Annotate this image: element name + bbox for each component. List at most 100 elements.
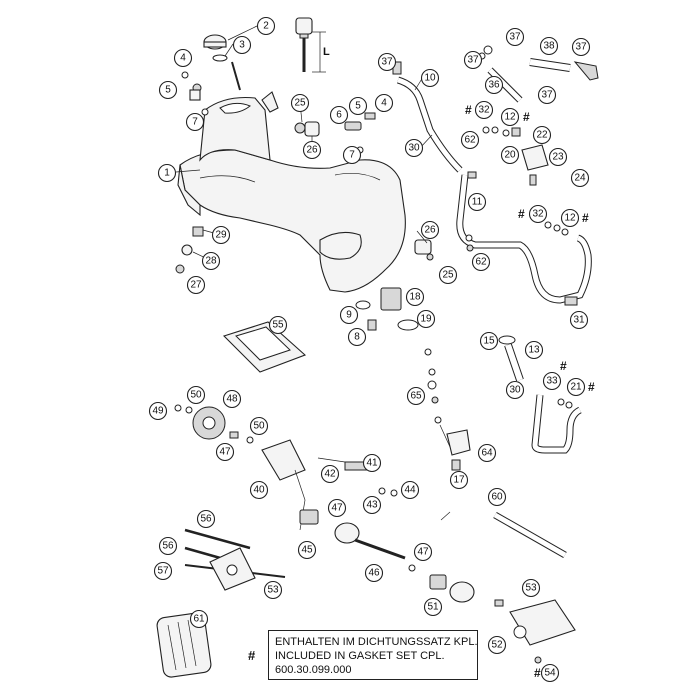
callout-21-label: 21 bbox=[570, 382, 582, 393]
callout-32b: 32 bbox=[528, 204, 548, 224]
callout-50b-label: 50 bbox=[253, 421, 265, 432]
callout-20-label: 20 bbox=[504, 150, 516, 161]
callout-33-label: 33 bbox=[546, 376, 558, 387]
callout-47b: 47 bbox=[327, 498, 347, 518]
callout-25: 25 bbox=[290, 93, 310, 113]
callout-37d-label: 37 bbox=[467, 55, 479, 66]
callout-56a-label: 56 bbox=[200, 514, 212, 525]
callout-6: 6 bbox=[329, 105, 349, 125]
callout-18-label: 18 bbox=[409, 292, 421, 303]
legend-line-german: ENTHALTEN IM DICHTUNGSSATZ KPL. bbox=[275, 636, 478, 648]
callout-49-label: 49 bbox=[152, 406, 164, 417]
callout-64: 64 bbox=[477, 443, 497, 463]
oil-pump-cover-column bbox=[424, 348, 471, 471]
hash-marker: # bbox=[588, 380, 595, 394]
callout-22: 22 bbox=[532, 125, 552, 145]
oil-dipstick: L bbox=[295, 17, 330, 73]
callout-49: 49 bbox=[148, 401, 168, 421]
callout-48-label: 48 bbox=[226, 394, 238, 405]
callout-7: 7 bbox=[185, 112, 205, 132]
callout-28-label: 28 bbox=[205, 256, 217, 267]
callout-26b: 26 bbox=[420, 220, 440, 240]
callout-13-label: 13 bbox=[528, 345, 540, 356]
callout-20: 20 bbox=[500, 145, 520, 165]
hash-marker: # bbox=[523, 110, 530, 124]
pump-housing-right bbox=[429, 574, 576, 664]
callout-30b-label: 30 bbox=[509, 385, 521, 396]
callout-25b: 25 bbox=[438, 265, 458, 285]
callout-51: 51 bbox=[423, 597, 443, 617]
callout-26: 26 bbox=[302, 140, 322, 160]
skid-plate bbox=[222, 321, 307, 373]
gasket-set-legend: ENTHALTEN IM DICHTUNGSSATZ KPL. INCLUDED… bbox=[268, 630, 478, 680]
callout-54: 54 bbox=[540, 663, 560, 683]
oil-tank-frame bbox=[177, 91, 406, 293]
callout-36-label: 36 bbox=[488, 80, 500, 91]
hash-marker: # bbox=[582, 211, 589, 225]
callout-5b: 5 bbox=[348, 96, 368, 116]
callout-5: 5 bbox=[158, 80, 178, 100]
callout-28: 28 bbox=[201, 251, 221, 271]
callout-30a: 30 bbox=[404, 138, 424, 158]
shaft bbox=[493, 511, 567, 559]
callout-18: 18 bbox=[405, 287, 425, 307]
callout-2: 2 bbox=[256, 16, 276, 36]
hash-marker: # bbox=[518, 207, 525, 221]
callout-15-label: 15 bbox=[483, 336, 495, 347]
callout-52: 52 bbox=[487, 635, 507, 655]
callout-47a: 47 bbox=[215, 442, 235, 462]
callout-42-label: 42 bbox=[324, 469, 336, 480]
callout-60: 60 bbox=[487, 487, 507, 507]
callout-7-label: 7 bbox=[192, 117, 198, 128]
callout-53b-label: 53 bbox=[525, 583, 537, 594]
callout-57-label: 57 bbox=[157, 566, 169, 577]
callout-65: 65 bbox=[406, 386, 426, 406]
callout-43-label: 43 bbox=[366, 500, 378, 511]
hash-marker: # bbox=[560, 359, 567, 373]
callout-23-label: 23 bbox=[552, 152, 564, 163]
callout-64-label: 64 bbox=[481, 448, 493, 459]
callout-11-label: 11 bbox=[472, 197, 483, 208]
callout-27: 27 bbox=[186, 275, 206, 295]
callout-37b-label: 37 bbox=[509, 32, 521, 43]
callout-30b: 30 bbox=[505, 380, 525, 400]
callout-9-label: 9 bbox=[346, 310, 352, 321]
callout-65-label: 65 bbox=[410, 391, 422, 402]
legend-part-number: 600.30.099.000 bbox=[275, 664, 352, 676]
dimension-label: L bbox=[323, 46, 330, 58]
callout-4: 4 bbox=[173, 48, 193, 68]
oil-pipe-lower bbox=[498, 335, 582, 454]
callout-56a: 56 bbox=[196, 509, 216, 529]
callout-11: 11 bbox=[467, 192, 487, 212]
callout-32a-label: 32 bbox=[478, 105, 490, 116]
callout-1: 1 bbox=[157, 163, 177, 183]
callout-8: 8 bbox=[347, 327, 367, 347]
oil-strainer bbox=[355, 287, 419, 331]
callout-45-label: 45 bbox=[301, 545, 313, 556]
callout-4b-label: 4 bbox=[381, 98, 387, 109]
gasket-set-markers: # # # # # # # bbox=[465, 103, 595, 680]
callout-46: 46 bbox=[364, 563, 384, 583]
callout-62b-label: 62 bbox=[475, 257, 487, 268]
callout-21: 21 bbox=[566, 377, 586, 397]
callout-42: 42 bbox=[320, 464, 340, 484]
callout-31-label: 31 bbox=[573, 315, 585, 326]
callout-7b-label: 7 bbox=[349, 150, 355, 161]
callout-62a-label: 62 bbox=[464, 135, 476, 146]
callout-38-label: 38 bbox=[543, 41, 555, 52]
callout-6-label: 6 bbox=[336, 110, 342, 121]
callout-19: 19 bbox=[416, 309, 436, 329]
callout-36: 36 bbox=[484, 75, 504, 95]
tank-cap bbox=[203, 34, 241, 91]
callout-40: 40 bbox=[249, 480, 269, 500]
callout-37e: 37 bbox=[537, 85, 557, 105]
callout-2-label: 2 bbox=[263, 21, 269, 32]
callout-8-label: 8 bbox=[354, 332, 360, 343]
callout-51-label: 51 bbox=[427, 602, 439, 613]
callout-55-label: 55 bbox=[272, 320, 284, 331]
callout-32a: 32 bbox=[474, 100, 494, 120]
callout-40-label: 40 bbox=[253, 485, 265, 496]
pump-cover-bolts bbox=[184, 528, 286, 591]
callout-37a-label: 37 bbox=[381, 57, 393, 68]
